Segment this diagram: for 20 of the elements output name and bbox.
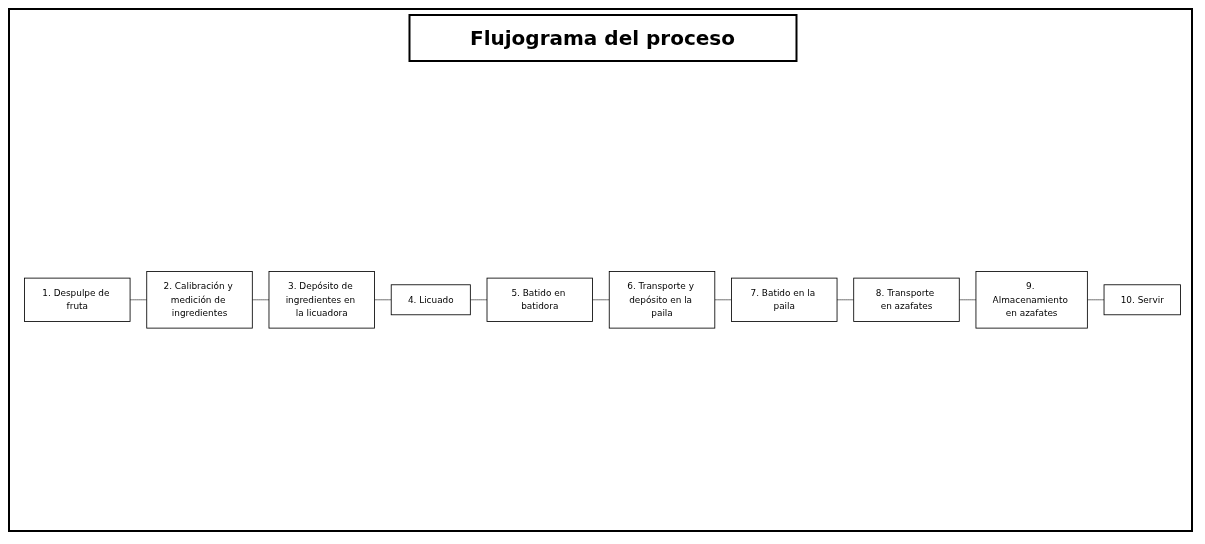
connector (1087, 299, 1105, 301)
node-box: 4. Licuado (390, 284, 471, 316)
node-box: 9. Almacenamiento en azafates (975, 271, 1088, 329)
node-box: 8. Transporte en azafates (853, 277, 960, 323)
connector (714, 299, 732, 301)
node-box: 2. Calibración y medición de ingredientes (146, 271, 253, 329)
node-box: 3. Depósito de ingredientes en la licuadora (268, 271, 375, 329)
connector (959, 299, 977, 301)
connector (252, 299, 270, 301)
connector (374, 299, 392, 301)
connector (470, 299, 488, 301)
node-box: 10. Servir (1103, 284, 1181, 316)
title: Flujograma del proceso (408, 14, 797, 62)
node-box: 1. Despulpe de fruta (24, 277, 131, 323)
node-box: 5. Batido en batidora (486, 277, 593, 323)
connector (129, 299, 147, 301)
connector (592, 299, 610, 301)
connector (836, 299, 854, 301)
node-box: 6. Transporte y depósito en la paila (608, 271, 716, 329)
node-box: 7. Batido en la paila (731, 277, 838, 323)
